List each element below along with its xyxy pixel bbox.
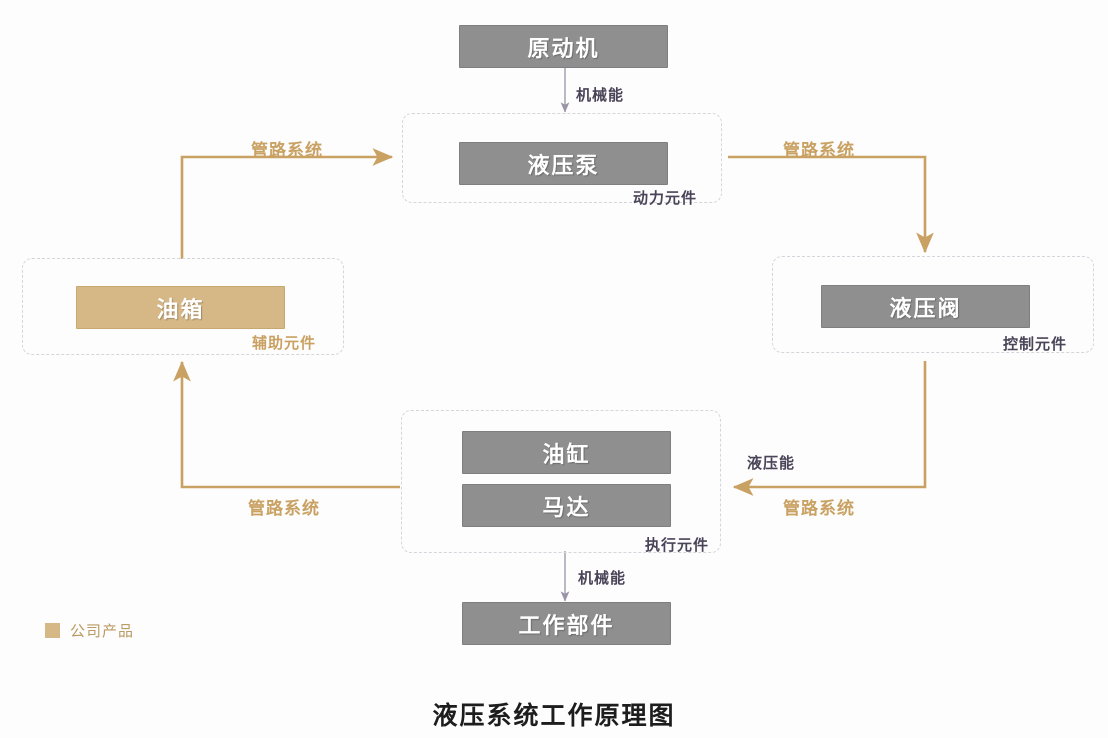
edge-pump-to-valve (728, 155, 934, 254)
group-actuator-element (401, 410, 721, 553)
group-label-control-element: 控制元件 (1003, 335, 1068, 353)
node-motor[interactable]: 马达 (462, 484, 671, 527)
node-oil-cylinder[interactable]: 油缸 (462, 431, 671, 474)
node-oil-tank[interactable]: 油箱 (76, 286, 285, 329)
legend: 公司产品 (45, 620, 134, 641)
group-label-power-element: 动力元件 (633, 189, 698, 207)
group-label-actuator-element: 执行元件 (645, 536, 710, 554)
legend-swatch-company-product (45, 623, 60, 638)
edge-label-piping-bottom-right: 管路系统 (783, 499, 855, 519)
edge-label-piping-top-left: 管路系统 (251, 141, 323, 161)
group-auxiliary-element (22, 258, 344, 355)
edge-label-piping-top-right: 管路系统 (783, 141, 855, 161)
node-work-part[interactable]: 工作部件 (462, 602, 671, 645)
group-power-element (402, 113, 722, 203)
edge-tank-to-pump (180, 148, 394, 259)
edge-label-mechanical-energy-bottom: 机械能 (578, 569, 627, 587)
edge-actuator-to-tank (173, 360, 400, 489)
node-hydraulic-pump[interactable]: 液压泵 (459, 142, 668, 185)
node-prime-mover[interactable]: 原动机 (459, 25, 668, 68)
legend-label-company-product: 公司产品 (70, 622, 135, 640)
node-hydraulic-valve[interactable]: 液压阀 (821, 285, 1030, 328)
figure-title: 液压系统工作原理图 (432, 701, 676, 730)
edge-label-mechanical-energy-top: 机械能 (576, 86, 625, 104)
group-label-auxiliary-element: 辅助元件 (252, 334, 317, 352)
edge-label-piping-bottom-left: 管路系统 (248, 499, 320, 519)
edge-label-hydraulic-energy: 液压能 (747, 454, 796, 472)
group-control-element (772, 256, 1094, 353)
